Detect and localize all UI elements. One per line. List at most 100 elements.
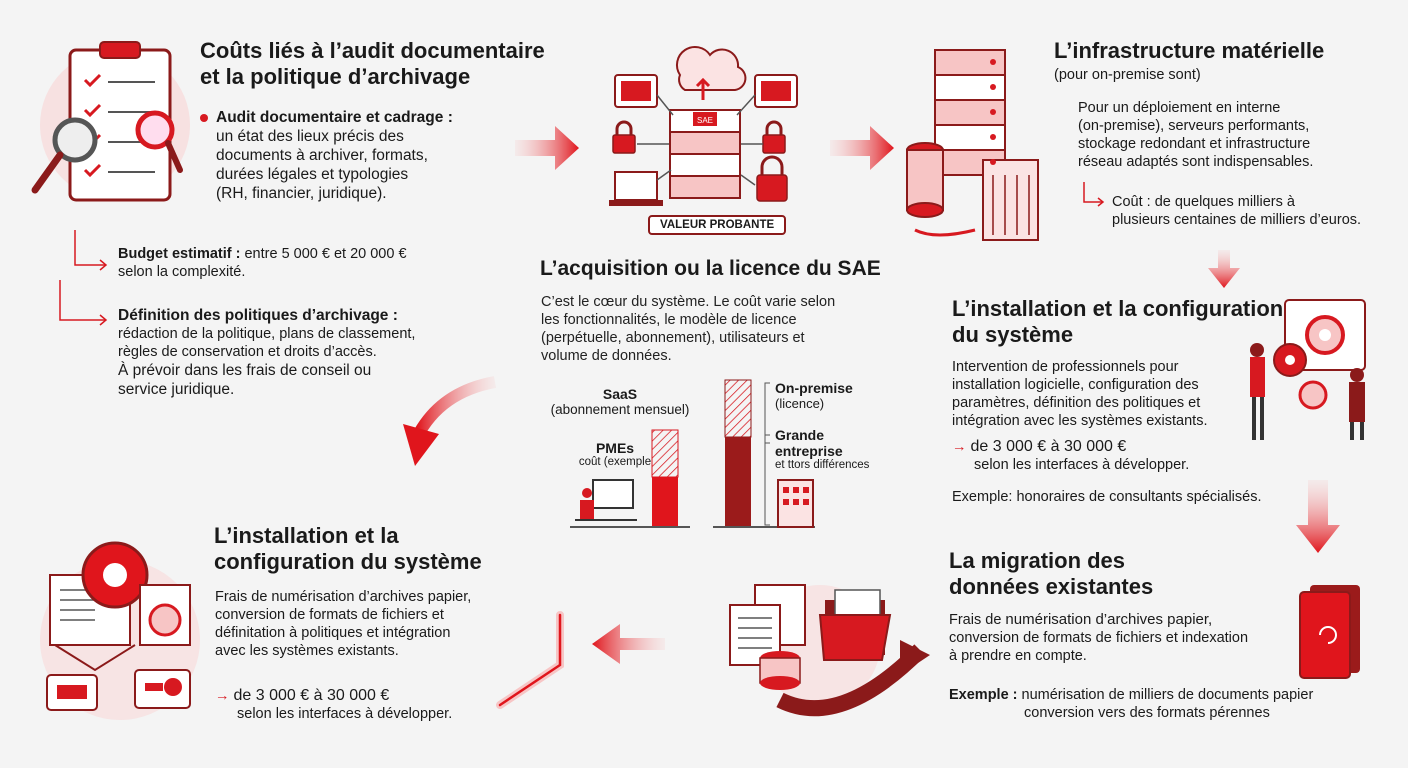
- desc-line: conversion de formats de fichiers et: [215, 607, 444, 623]
- desc-line: définitation à politiques et intégration: [215, 625, 451, 641]
- title-line: La migration des: [949, 548, 1126, 573]
- arrow-down: [1208, 250, 1240, 288]
- title-line: données existantes: [949, 574, 1154, 599]
- desc-line: à prendre en compte.: [949, 648, 1087, 664]
- cost-line: plusieurs centaines de milliers d’euros.: [1112, 212, 1362, 228]
- installation-right-title: L’installation et la configuration du sy…: [952, 296, 1283, 348]
- glow-line: [496, 611, 564, 709]
- arrow-down: [1296, 480, 1340, 553]
- section-migration: La migration des données existantes: [949, 548, 1153, 600]
- arrow-curved: [411, 376, 497, 440]
- pme-label-block: PMEs coût (exemple: [555, 440, 675, 468]
- server-infrastructure-icon: [906, 49, 1039, 241]
- red-binder-icon: [1299, 585, 1360, 679]
- desc-part: numérisation d’archives papier,: [1005, 611, 1213, 628]
- pme-label: PMEs: [595, 440, 635, 456]
- center-title-text: L’acquisition ou la licence du SAE: [540, 257, 881, 280]
- desc-line: intégration avec les systèmes existants.: [952, 413, 1208, 429]
- budget-block: Budget estimatif : entre 5 000 € et 20 0…: [118, 245, 407, 281]
- example-line: numérisation de milliers de documents pa…: [1021, 687, 1314, 703]
- consultants-gears-illustration: [1250, 299, 1366, 440]
- grande-label: entreprise: [775, 443, 843, 459]
- sae-chip: SAE: [697, 116, 713, 125]
- clipboard-audit-icon: [31, 41, 183, 202]
- title-line: Coûts liés à l’audit documentaire: [200, 38, 545, 63]
- installation-right-example: Exemple: honoraires de consultants spéci…: [952, 489, 1262, 505]
- sae-network-illustration: SAE: [609, 46, 798, 206]
- saas-sublabel: (abonnement mensuel): [550, 402, 690, 417]
- saas-label: SaaS: [602, 386, 638, 402]
- budget-value: entre 5 000 € et 20 000 €: [244, 246, 407, 262]
- pme-sublabel: coût (exemple: [578, 456, 652, 468]
- range-sub: selon les interfaces à développer.: [974, 457, 1190, 473]
- licence-comparison-illustration: [570, 379, 815, 528]
- bullet-title: Audit documentaire et cadrage :: [216, 109, 453, 126]
- infrastructure-title: L’infrastructure matérielle: [1054, 38, 1325, 63]
- grande-sublabel: et ttors différences: [775, 459, 870, 471]
- onprem-label-block: On-premise (licence): [775, 380, 853, 411]
- bullet-dot-icon: [200, 113, 208, 122]
- desc-line: conversion de formats de fichiers et ind…: [949, 630, 1249, 646]
- bullet-line: durées légales et typologies: [216, 166, 409, 183]
- range-value: de 3 000 € à 30 000 €: [970, 438, 1127, 455]
- installation-left-range: → de 3 000 € à 30 000 € selon les interf…: [215, 687, 452, 723]
- desc-line: Frais de numérisation d’archives papier,: [215, 589, 472, 605]
- desc-line: stockage redondant et infrastructure: [1078, 136, 1311, 152]
- saas-label-block: SaaS (abonnement mensuel): [545, 386, 695, 417]
- data-migration-illustration: [729, 584, 930, 717]
- arrow-left: [592, 624, 665, 664]
- migration-example: Exemple : numérisation de milliers de do…: [949, 686, 1313, 722]
- title-line: L’installation et la configuration: [952, 296, 1284, 321]
- cost-line: Coût : de quelques milliers à: [1112, 194, 1295, 210]
- desc-line: réseau adaptés sont indispensables.: [1078, 154, 1314, 170]
- title-line: du système: [952, 322, 1074, 347]
- definition-line: À prévoir dans les frais de conseil ou: [118, 362, 372, 379]
- infrastructure-description: Pour un déploiement en interne (on-premi…: [1078, 99, 1313, 171]
- bullet-line: un état des lieux précis des: [216, 128, 404, 145]
- valeur-probante-badge: VALEUR PROBANTE: [648, 215, 787, 235]
- section-installation-right: L’installation et la configuration du sy…: [952, 296, 1283, 348]
- bullet-line: documents à archiver, formats,: [216, 147, 428, 164]
- arrow-right: [515, 126, 579, 170]
- budget-line2: selon la complexité.: [118, 264, 246, 280]
- connector-arrow-icon: [1083, 182, 1105, 207]
- section-audit-title: Coûts liés à l’audit documentaire et la …: [200, 38, 545, 90]
- desc-line: (on-premise), serveurs performants,: [1078, 118, 1310, 134]
- range-arrow-icon: →: [952, 439, 967, 455]
- desc-line: Pour un déploiement en interne: [1078, 100, 1281, 116]
- center-title: L’acquisition ou la licence du SAE: [540, 256, 881, 282]
- desc-line: (perpétuelle, abonnement), utilisateurs …: [541, 330, 805, 346]
- desc-line: Intervention de professionnels pour: [952, 359, 1179, 375]
- definition-line: service juridique.: [118, 381, 235, 398]
- desc-line: avec les systèmes existants.: [215, 643, 399, 659]
- desc-line: les fonctionnalités, le modèle de licenc…: [541, 312, 797, 328]
- bullet-line: (RH, financier, juridique).: [216, 185, 387, 202]
- range-arrow-icon: →: [215, 688, 230, 704]
- example-line: conversion vers des formats pérennes: [1024, 705, 1270, 721]
- example-label: Exemple :: [949, 687, 1018, 703]
- desc-line: volume de données.: [541, 348, 672, 364]
- desc-line: installation logicielle, configuration d…: [952, 377, 1199, 393]
- connector-lines: [59, 230, 108, 326]
- budget-label: Budget estimatif :: [118, 246, 241, 262]
- section-infrastructure: L’infrastructure matérielle (pour on-pre…: [1054, 38, 1324, 84]
- grande-label: Grande: [775, 427, 825, 443]
- onprem-label: On-premise: [775, 380, 853, 396]
- arrow-right: [830, 126, 894, 170]
- section-installation-left: L’installation et la configuration du sy…: [214, 523, 482, 575]
- installation-left-title: L’installation et la configuration du sy…: [214, 523, 482, 575]
- center-description: C’est le cœur du système. Le coût varie …: [541, 293, 835, 365]
- definition-block: Définition des politiques d’archivage : …: [118, 306, 415, 399]
- audit-bullet: Audit documentaire et cadrage : un état …: [200, 108, 453, 203]
- arrow-curved-head: [403, 424, 439, 466]
- title-line: et la politique d’archivage: [200, 64, 471, 89]
- grande-label-block: Grande entreprise et ttors différences: [775, 427, 869, 471]
- definition-line: règles de conservation et droits d’accès…: [118, 344, 377, 360]
- glow-line-core: [498, 613, 562, 707]
- installation-left-description: Frais de numérisation d’archives papier,…: [215, 588, 471, 660]
- desc-line: C’est le cœur du système. Le coût varie …: [541, 294, 836, 310]
- section-audit: Coûts liés à l’audit documentaire et la …: [200, 38, 545, 90]
- title-line: configuration du système: [214, 549, 482, 574]
- desc-part: Frais de: [949, 612, 1006, 628]
